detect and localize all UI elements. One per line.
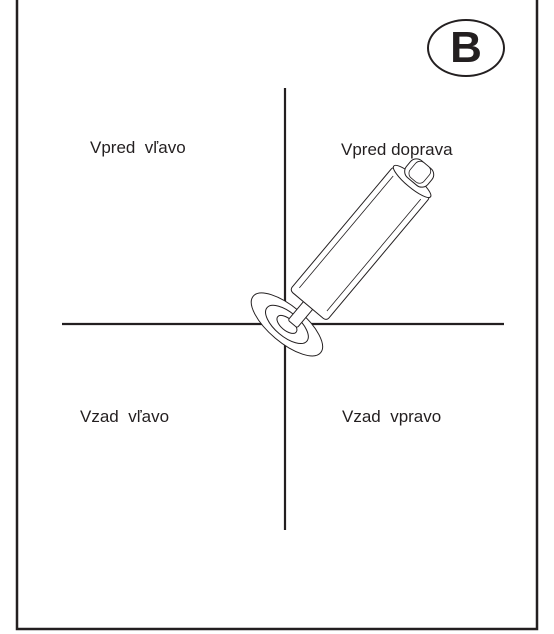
- tilted-cylinder-device-icon: [250, 158, 435, 357]
- quadrant-label-front-left: Vpred vľavo: [90, 138, 186, 157]
- frame-border: [15, 0, 539, 631]
- panel-badge: B: [427, 19, 505, 77]
- quadrant-label-back-right: Vzad vpravo: [342, 407, 442, 426]
- quadrant-label-front-right: Vpred doprava: [341, 140, 453, 159]
- quadrant-label-back-left: Vzad vľavo: [80, 407, 170, 426]
